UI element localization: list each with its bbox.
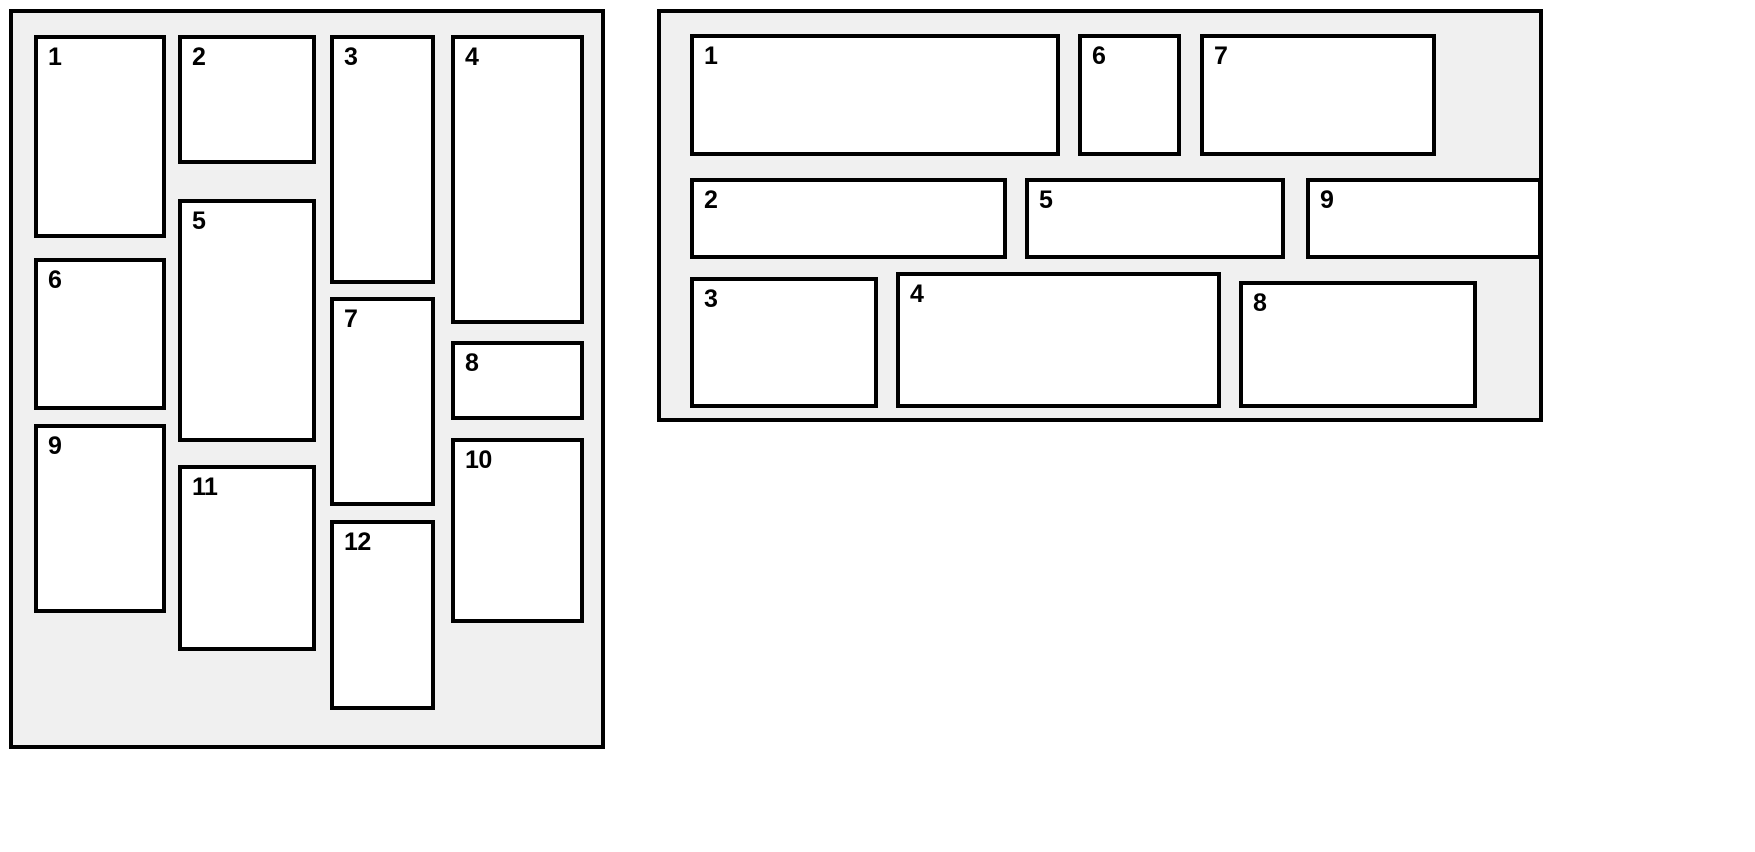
cell-label: 8 <box>465 349 479 377</box>
cell-label: 5 <box>192 207 206 235</box>
cell-9[interactable]: 9 <box>1306 178 1542 259</box>
cell-4[interactable]: 4 <box>451 35 584 324</box>
cell-9[interactable]: 9 <box>34 424 166 613</box>
cell-8[interactable]: 8 <box>1239 281 1477 408</box>
cell-5[interactable]: 5 <box>178 199 316 442</box>
cell-label: 4 <box>910 280 924 308</box>
cell-label: 3 <box>704 285 718 313</box>
cell-label: 5 <box>1039 186 1053 214</box>
cell-label: 2 <box>192 43 206 71</box>
cell-label: 2 <box>704 186 718 214</box>
cell-label: 8 <box>1253 289 1267 317</box>
cell-11[interactable]: 11 <box>178 465 316 651</box>
cell-label: 1 <box>704 42 718 70</box>
cell-7[interactable]: 7 <box>1200 34 1436 156</box>
cell-6[interactable]: 6 <box>1078 34 1181 156</box>
cell-label: 4 <box>465 43 479 71</box>
cell-label: 7 <box>344 305 358 333</box>
cell-label: 9 <box>48 432 62 460</box>
cell-label: 10 <box>465 446 492 474</box>
cell-7[interactable]: 7 <box>330 297 435 506</box>
cell-label: 6 <box>48 266 62 294</box>
cell-3[interactable]: 3 <box>330 35 435 284</box>
cell-6[interactable]: 6 <box>34 258 166 410</box>
cell-label: 1 <box>48 43 62 71</box>
cell-3[interactable]: 3 <box>690 277 878 408</box>
cell-1[interactable]: 1 <box>690 34 1060 156</box>
cell-label: 11 <box>192 473 218 501</box>
cell-8[interactable]: 8 <box>451 341 584 420</box>
cell-2[interactable]: 2 <box>690 178 1007 259</box>
cell-2[interactable]: 2 <box>178 35 316 164</box>
cell-4[interactable]: 4 <box>896 272 1221 408</box>
cell-1[interactable]: 1 <box>34 35 166 238</box>
cell-5[interactable]: 5 <box>1025 178 1285 259</box>
right-panel: 1 6 7 2 5 9 3 4 8 <box>657 9 1543 422</box>
cell-label: 6 <box>1092 42 1106 70</box>
cell-label: 7 <box>1214 42 1228 70</box>
cell-12[interactable]: 12 <box>330 520 435 710</box>
cell-label: 12 <box>344 528 371 556</box>
cell-label: 9 <box>1320 186 1334 214</box>
cell-label: 3 <box>344 43 358 71</box>
cell-10[interactable]: 10 <box>451 438 584 623</box>
